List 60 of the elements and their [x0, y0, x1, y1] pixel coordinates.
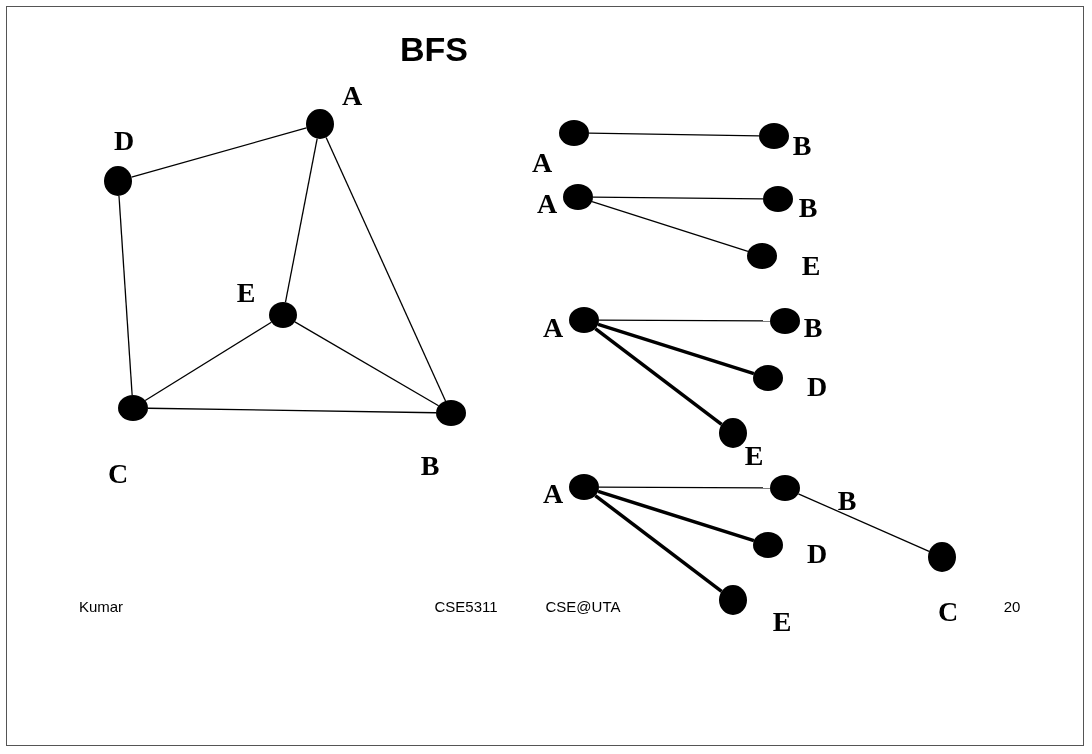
edge-line [598, 486, 771, 489]
vertex-dot [104, 166, 132, 196]
vertex-label: A [542, 478, 564, 510]
footer-text: CSE@UTA [545, 598, 621, 615]
vertex-label: E [772, 606, 792, 638]
vertex-label: D [113, 125, 135, 157]
edge-line [294, 321, 440, 407]
vertex-dot [759, 123, 789, 149]
edge-line [598, 319, 771, 322]
vertex-dot [559, 120, 589, 146]
vertex-dot [719, 418, 747, 448]
vertex-dot [269, 302, 297, 328]
vertex-dot [747, 243, 777, 269]
vertex-dot [928, 542, 956, 572]
footer-text: CSE5311 [434, 598, 498, 615]
vertex-dot [118, 395, 148, 421]
edge-line [147, 407, 437, 414]
vertex-label: C [937, 596, 959, 628]
vertex-dot [719, 585, 747, 615]
edge-line [592, 196, 764, 200]
vertex-label: A [341, 80, 363, 112]
vertex-label: B [837, 485, 857, 517]
vertex-label: B [420, 450, 440, 482]
vertex-label: B [803, 312, 823, 344]
edge-line [144, 321, 272, 402]
title: BFS [400, 30, 468, 69]
vertex-dot [569, 307, 599, 333]
footer-text: 20 [1003, 598, 1021, 615]
edge-line [594, 327, 723, 426]
edge-line [594, 494, 723, 593]
vertex-dot [306, 109, 334, 139]
vertex-label: A [536, 188, 558, 220]
vertex-label: B [792, 130, 812, 162]
vertex-label: A [531, 147, 553, 179]
edge-line [130, 127, 308, 178]
vertex-label: E [236, 277, 256, 309]
vertex-dot [770, 308, 800, 334]
vertex-label: D [806, 371, 828, 403]
vertex-dot [753, 532, 783, 558]
footer-text: Kumar [78, 598, 124, 615]
edge-line [597, 322, 755, 376]
vertex-dot [770, 475, 800, 501]
vertex-dot [763, 186, 793, 212]
edge-line [118, 195, 133, 396]
vertex-label: E [801, 250, 821, 282]
edge-line [591, 200, 749, 253]
vertex-label: D [806, 538, 828, 570]
vertex-label: A [542, 312, 564, 344]
vertex-label: C [107, 458, 129, 490]
vertex-dot [436, 400, 466, 426]
edge-line [797, 493, 930, 552]
edge-line [588, 132, 760, 137]
vertex-dot [569, 474, 599, 500]
edge-line [325, 136, 447, 402]
edge-line [597, 489, 755, 543]
vertex-dot [563, 184, 593, 210]
edge-line [284, 138, 318, 303]
vertex-label: E [744, 440, 764, 472]
vertex-dot [753, 365, 783, 391]
vertex-label: B [798, 192, 818, 224]
